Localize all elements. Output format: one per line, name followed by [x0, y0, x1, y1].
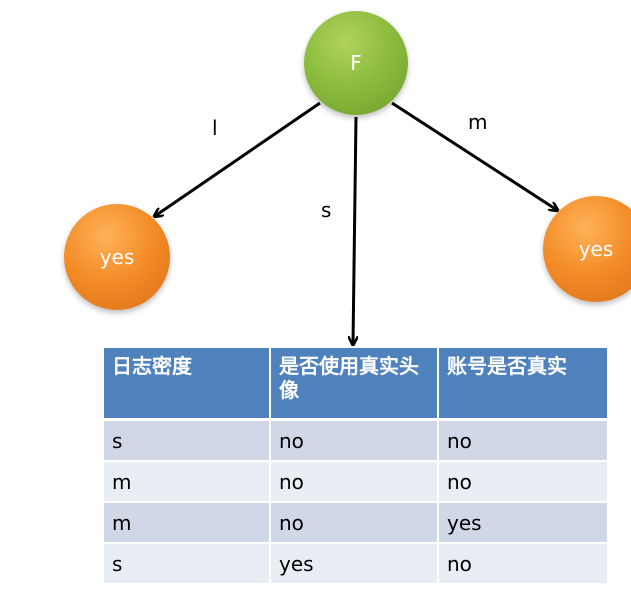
leaf-node-left: yes	[64, 204, 170, 310]
leaf-left-label: yes	[99, 245, 135, 269]
edge-s-arrow	[353, 116, 356, 344]
table-cell: s	[104, 543, 271, 585]
table-cell: yes	[270, 543, 439, 585]
table-header-row: 日志密度 是否使用真实头像 账号是否真实	[104, 348, 607, 421]
edge-label-m: m	[468, 110, 488, 134]
header-log-density: 日志密度	[104, 348, 271, 421]
header-account-real: 账号是否真实	[438, 348, 607, 421]
root-node-label: F	[350, 51, 362, 75]
attribute-table: 日志密度 是否使用真实头像 账号是否真实 s no no m no no m n…	[104, 348, 607, 585]
edge-label-s: s	[321, 198, 332, 222]
table-cell: m	[104, 502, 271, 544]
table-cell: no	[438, 419, 607, 462]
table-cell: m	[104, 461, 271, 503]
leaf-node-right: yes	[543, 196, 631, 302]
edge-label-l: l	[212, 116, 218, 140]
table-row: s no no	[104, 419, 607, 462]
table-cell: yes	[438, 502, 607, 544]
table-cell: no	[270, 502, 439, 544]
table-cell: no	[438, 461, 607, 503]
edge-l-arrow	[155, 101, 321, 216]
table-row: m no yes	[104, 502, 607, 544]
table-cell: no	[270, 461, 439, 503]
header-real-avatar: 是否使用真实头像	[270, 348, 439, 421]
edge-m-arrow	[391, 101, 557, 210]
table-row: s yes no	[104, 543, 607, 585]
table-cell: no	[438, 543, 607, 585]
leaf-right-label: yes	[578, 237, 614, 261]
table-cell: no	[270, 419, 439, 462]
root-node-f: F	[304, 11, 408, 115]
table-cell: s	[104, 419, 271, 462]
table-row: m no no	[104, 461, 607, 503]
